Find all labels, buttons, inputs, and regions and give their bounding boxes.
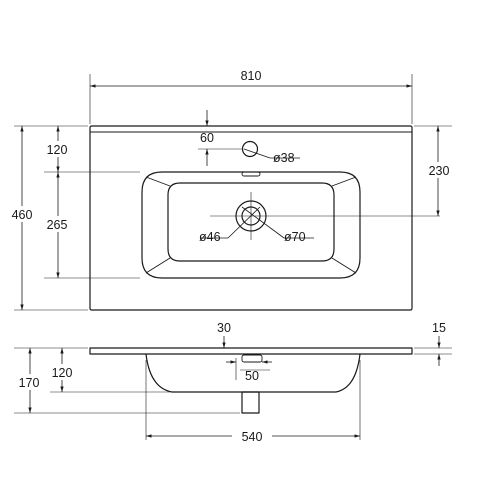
tap-hole-leader	[243, 148, 271, 159]
dim-label-810: 810	[241, 69, 262, 83]
bowl-corner-line	[331, 176, 357, 187]
bowl-corner-line	[331, 257, 357, 274]
dim-label-60: 60	[200, 131, 214, 145]
overflow-slot-top	[241, 171, 261, 177]
dim-label-drain-inner-diameter: ø46	[199, 230, 221, 244]
bowl-corner-line	[145, 257, 171, 274]
dim-label-120: 120	[47, 143, 68, 157]
dim-label-120-side: 120	[52, 366, 73, 380]
side-view: 170 120 30 15 50 540	[14, 321, 452, 444]
bowl-inner-contour	[167, 182, 335, 262]
dim-label-230: 230	[429, 164, 450, 178]
dim-label-460: 460	[12, 208, 33, 222]
dim-label-50: 50	[245, 369, 259, 383]
dim-label-265: 265	[47, 218, 68, 232]
overflow-tube-side	[241, 354, 263, 363]
dim-label-170: 170	[19, 376, 40, 390]
bowl-corner-line	[145, 176, 171, 187]
dim-label-15: 15	[432, 321, 446, 335]
drain-leader-right	[241, 206, 285, 239]
dim-label-540: 540	[242, 430, 263, 444]
basin-outline-top	[89, 125, 413, 311]
tap-hole	[241, 140, 259, 158]
bowl-outer-contour	[141, 171, 361, 279]
dim-label-drain-outer-diameter: ø70	[284, 230, 306, 244]
drain-outlet-side	[241, 391, 260, 414]
basin-slab-side	[89, 347, 413, 355]
dim-label-30: 30	[217, 321, 231, 335]
drain-leader-left	[227, 206, 261, 239]
dim-label-tap-hole-diameter: ø38	[273, 151, 295, 165]
top-view: 810 460 120 265 230 60 ø38 ø46 ø70	[6, 69, 454, 311]
